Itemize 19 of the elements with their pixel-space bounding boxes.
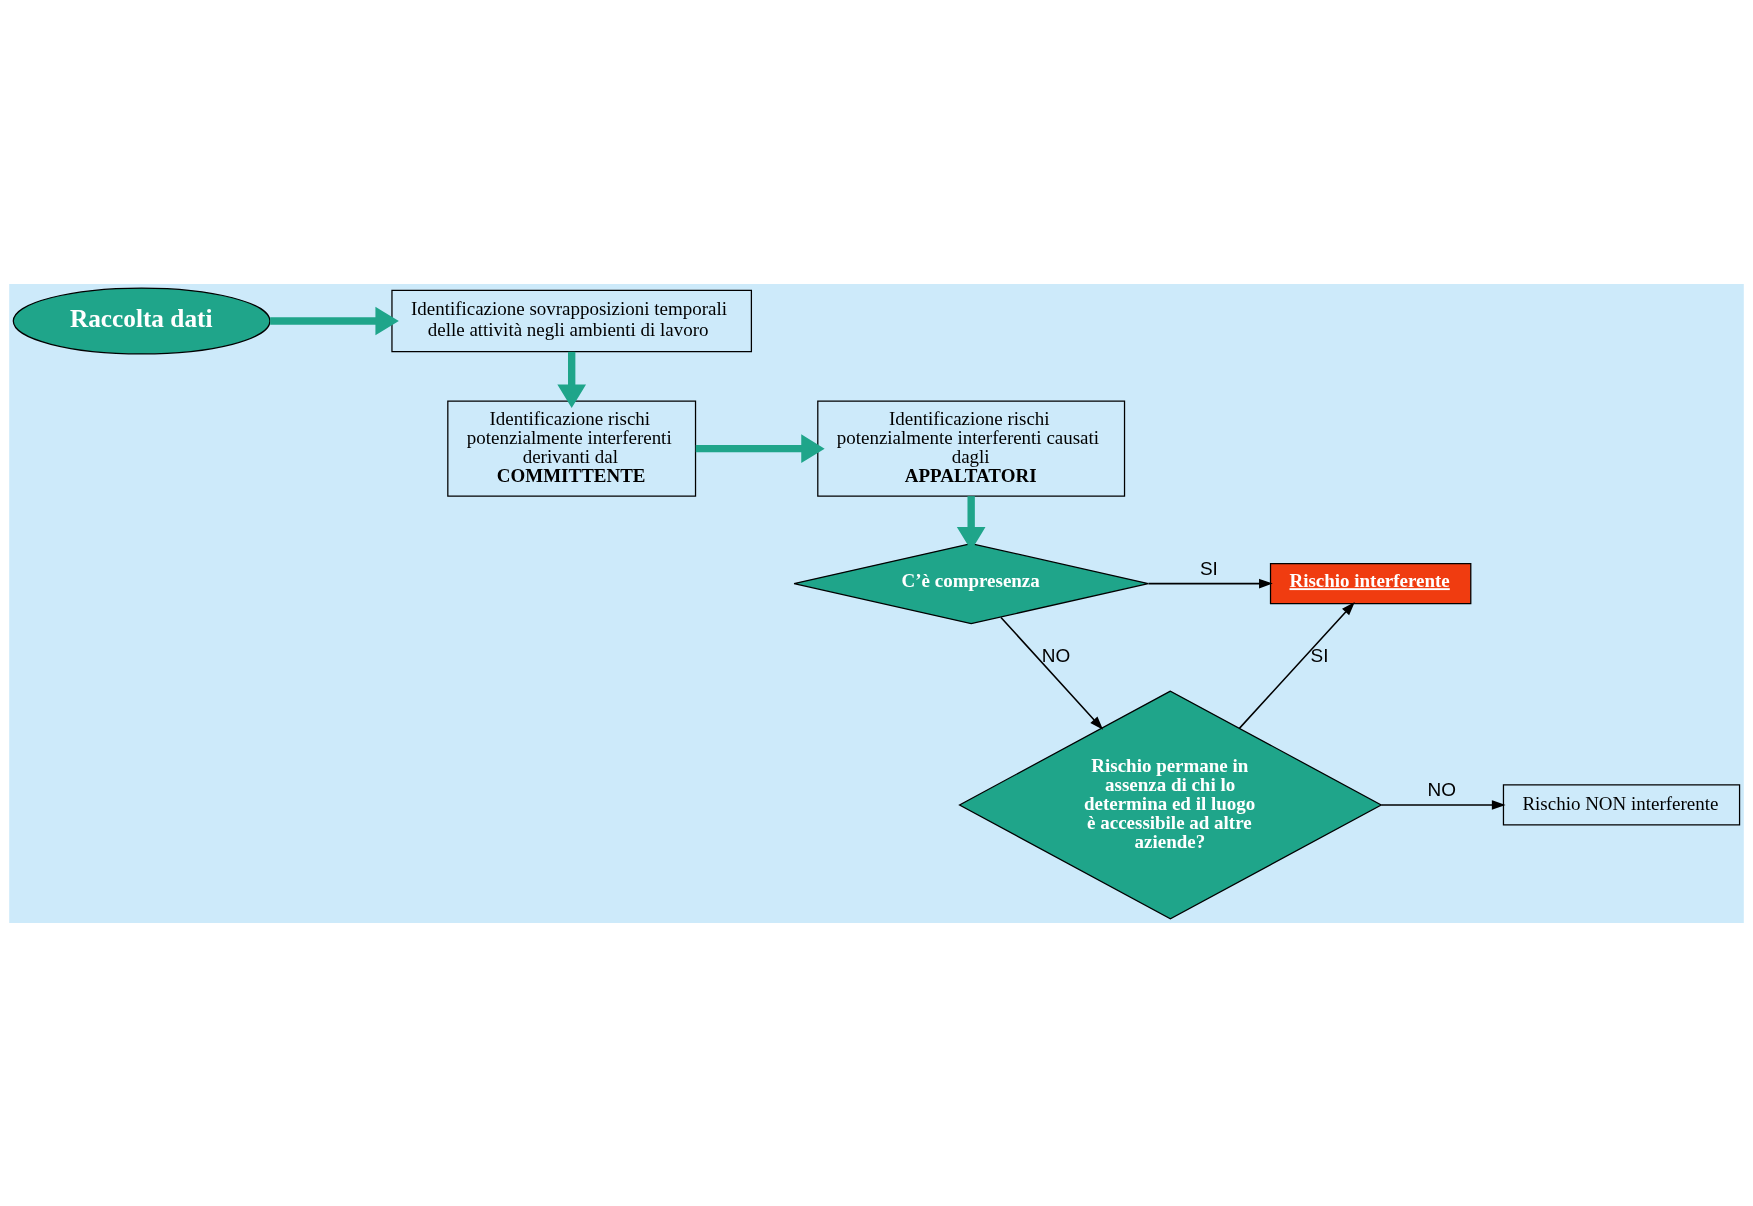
node-box: Rischio interferente xyxy=(1269,562,1472,604)
arrow xyxy=(1000,616,1104,730)
edge-label: SI xyxy=(1310,644,1329,666)
node-box: Rischio NON interferente xyxy=(1502,783,1741,826)
node-ellipse: Raccolta dati xyxy=(12,286,271,355)
edge-label: SI xyxy=(1199,557,1218,579)
node-box: Identificazione sovrapposizioni temporali delle attività negli ambienti di lavoro xyxy=(391,289,752,352)
node-diamond: C’è compresenza xyxy=(793,542,1149,624)
node-diamond: Rischio permane in assenza di chi lo determina ed il luogo è accessibile ad altre aziende? xyxy=(958,689,1383,919)
node-box: Identificazione rischi potenzialmente interferenti derivanti dal COMMITTENTE xyxy=(447,400,697,497)
arrow xyxy=(557,351,586,408)
edge-label: NO xyxy=(1041,644,1071,666)
arrow xyxy=(1380,799,1506,810)
arrow xyxy=(270,306,399,335)
arrow xyxy=(695,433,825,463)
node-box: Identificazione rischi potenzialmente interferenti causati dagli APPALTATORI xyxy=(817,400,1126,497)
edge-label: NO xyxy=(1427,778,1457,800)
arrow xyxy=(1238,601,1355,729)
arrow xyxy=(1147,578,1273,588)
